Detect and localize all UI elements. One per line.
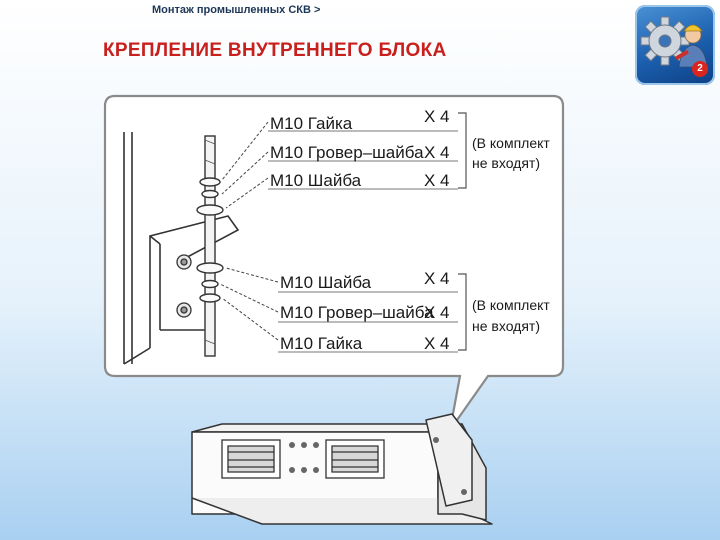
top-item-2-qty: X 4 [424,143,450,162]
leader-lines [219,121,279,341]
unit-outlets [221,439,385,479]
page-title: КРЕПЛЕНИЕ ВНУТРЕННЕГО БЛОКА [103,40,447,61]
bottom-item-1-qty: X 4 [424,269,450,288]
logo-badge: 2 [692,61,708,77]
bottom-item-1-label: M10 Шайба [280,273,372,292]
bottom-note-line1: (В комплект [472,297,550,313]
bottom-item-2-qty: X 4 [424,303,450,322]
top-item-3-qty: X 4 [424,171,450,190]
bracket-bolts [176,254,192,318]
lower-fasteners [196,262,224,303]
top-item-1-label: M10 Гайка [270,114,353,133]
unit-screws [289,437,467,495]
threaded-rod [204,135,216,357]
top-note-line2: не входят) [472,155,540,171]
callout-frame [103,94,565,431]
wall-bracket-drawing [123,132,240,365]
logo: 2 [635,5,715,85]
breadcrumb[interactable]: Монтаж промышленных СКВ > [152,4,321,16]
top-item-1-qty: X 4 [424,107,450,126]
upper-fasteners [196,177,224,216]
gear-and-worker-icon [640,16,708,68]
top-item-2-label: M10 Гровер–шайба [270,143,424,162]
bottom-item-3-qty: X 4 [424,334,450,353]
bottom-item-3-label: M10 Гайка [280,334,363,353]
bottom-note-line2: не входят) [472,318,540,334]
group-brackets [458,112,467,351]
bottom-item-2-label: M10 Гровер–шайба [280,303,434,322]
top-note-line1: (В комплект [472,135,550,151]
label-underlines [268,130,458,353]
top-item-3-label: M10 Шайба [270,171,362,190]
